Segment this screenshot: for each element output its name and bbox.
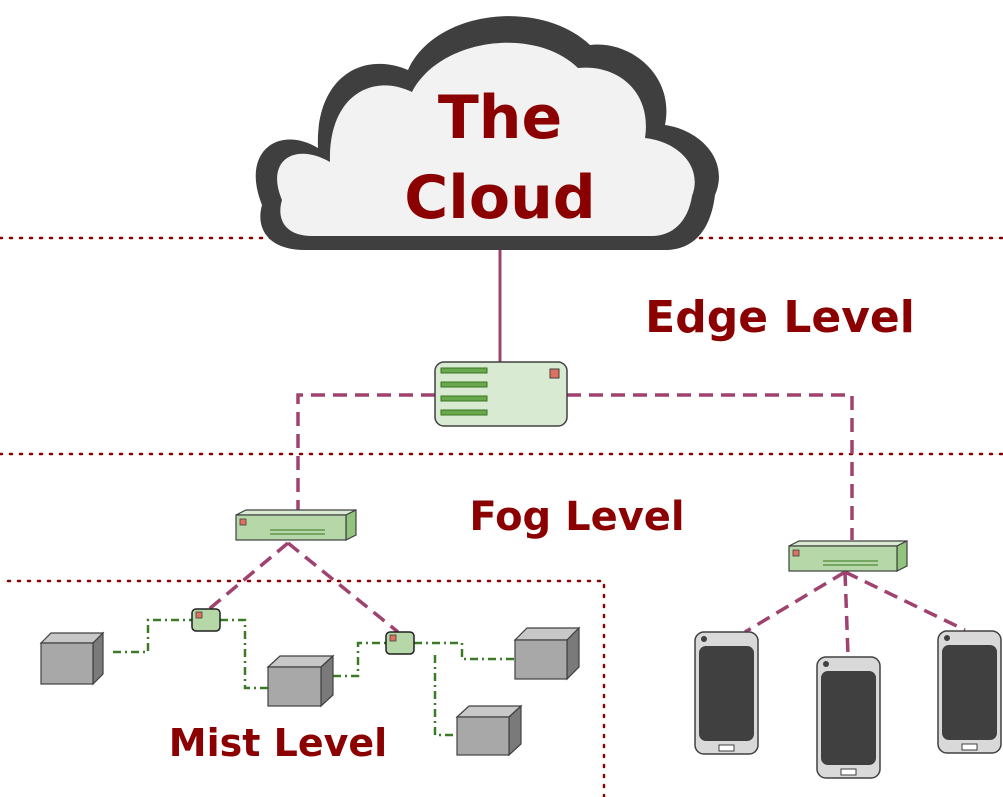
cloud-label-line2: Cloud [404,163,595,233]
network-switch-icon [235,509,357,541]
smartphone-icon [694,631,759,755]
mist-hub-icon [385,631,415,655]
router-right-switch-link [567,393,854,540]
mist-link-hub2-device2 [333,641,386,678]
fog-level-label: Fog Level [469,494,684,540]
mist-link-hub1-device1 [113,618,192,654]
router-left-switch-link [296,393,435,510]
smartphone-icon [816,656,881,779]
switch-hub1-link [206,541,290,612]
mist-hub-icon [191,608,221,632]
switch-phone3-link [844,570,966,632]
mist-boundary [6,579,606,797]
sensor-cube-icon [513,626,581,681]
mist-link-hub2-device4 [433,655,457,737]
switch-phone2-link [843,571,850,656]
switch-hub2-link [286,541,400,634]
sensor-cube-icon [266,654,335,708]
sensor-cube-icon [39,631,105,686]
network-switch-icon [788,540,908,572]
sensor-cube-icon [455,704,523,757]
mist-links [113,618,515,737]
edge-level-label: Edge Level [645,292,915,343]
router-icon [434,361,568,427]
mist-link-hub1-device2 [220,618,268,690]
mist-level-label: Mist Level [169,721,387,765]
smartphone-icon [937,630,1002,754]
cloud-label-line1: The [438,83,562,153]
switch-phone1-link [744,570,846,634]
cloud-icon [255,16,719,250]
mist-link-hub2-device3 [414,641,515,661]
